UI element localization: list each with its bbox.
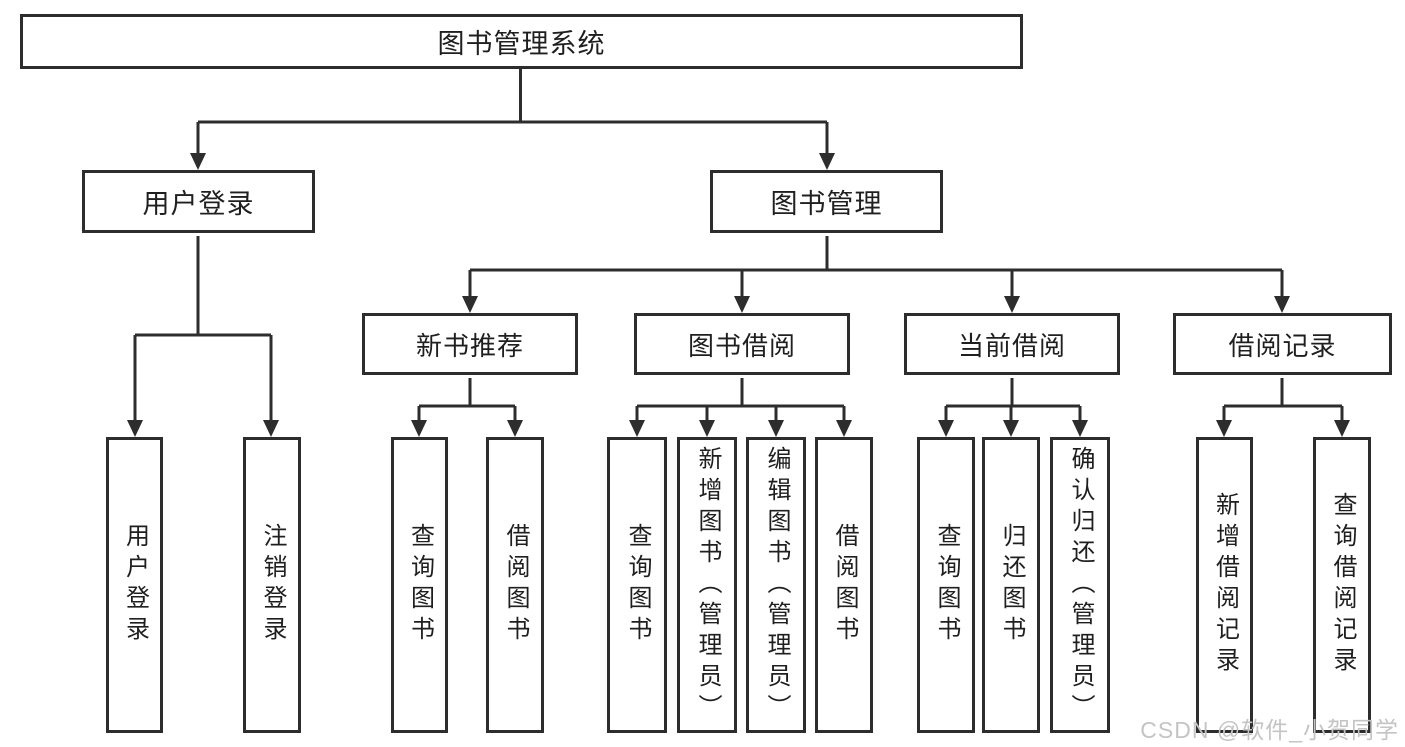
node-borrowing-records: 借阅记录: [1173, 313, 1392, 375]
leaf-edit-book-admin: 编辑图书（管理员）: [746, 437, 806, 733]
node-user-login: 用户登录: [82, 170, 315, 233]
node-book-borrowing: 图书借阅: [634, 313, 850, 375]
leaf-add-borrow-record: 新增借阅记录: [1196, 437, 1253, 733]
csdn-watermark: CSDN @软件_小贺同学: [1140, 717, 1399, 743]
leaf-borrow-books-label: 借阅图书: [831, 523, 858, 647]
leaf-confirm-return-admin-label: 确认归还（管理员）: [1067, 445, 1094, 725]
node-current-borrowing: 当前借阅: [904, 313, 1120, 375]
leaf-logout-label: 注销登录: [259, 523, 286, 647]
leaf-query-books-current: 查询图书: [917, 437, 975, 733]
leaf-borrow-books-recommend: 借阅图书: [486, 437, 544, 733]
leaf-query-books-recommend: 查询图书: [391, 437, 448, 733]
leaf-query-books-borrow-label: 查询图书: [624, 523, 651, 647]
leaf-query-books-recommend-label: 查询图书: [406, 523, 434, 647]
node-library-management-system: 图书管理系统: [20, 14, 1023, 69]
leaf-borrow-books: 借阅图书: [815, 437, 873, 733]
leaf-query-borrow-record: 查询借阅记录: [1313, 437, 1371, 733]
leaf-logout: 注销登录: [243, 437, 301, 733]
connector-segments: [133, 69, 1344, 423]
leaf-query-books-current-label: 查询图书: [933, 523, 960, 647]
leaf-add-book-admin: 新增图书（管理员）: [677, 437, 737, 733]
leaf-query-books-borrow: 查询图书: [607, 437, 667, 733]
leaf-return-book-label: 归还图书: [998, 523, 1025, 647]
leaf-add-borrow-record-label: 新增借阅记录: [1211, 492, 1239, 678]
node-new-book-recommendation: 新书推荐: [362, 313, 578, 375]
leaf-confirm-return-admin: 确认归还（管理员）: [1050, 437, 1110, 733]
leaf-add-book-admin-label: 新增图书（管理员）: [694, 445, 721, 725]
leaf-edit-book-admin-label: 编辑图书（管理员）: [763, 445, 790, 725]
node-book-management: 图书管理: [710, 170, 943, 233]
leaf-borrow-books-recommend-label: 借阅图书: [502, 523, 529, 647]
leaf-query-borrow-record-label: 查询借阅记录: [1329, 492, 1356, 678]
leaf-return-book: 归还图书: [982, 437, 1040, 733]
leaf-user-login: 用户登录: [106, 437, 163, 733]
leaf-user-login-label: 用户登录: [121, 523, 149, 647]
